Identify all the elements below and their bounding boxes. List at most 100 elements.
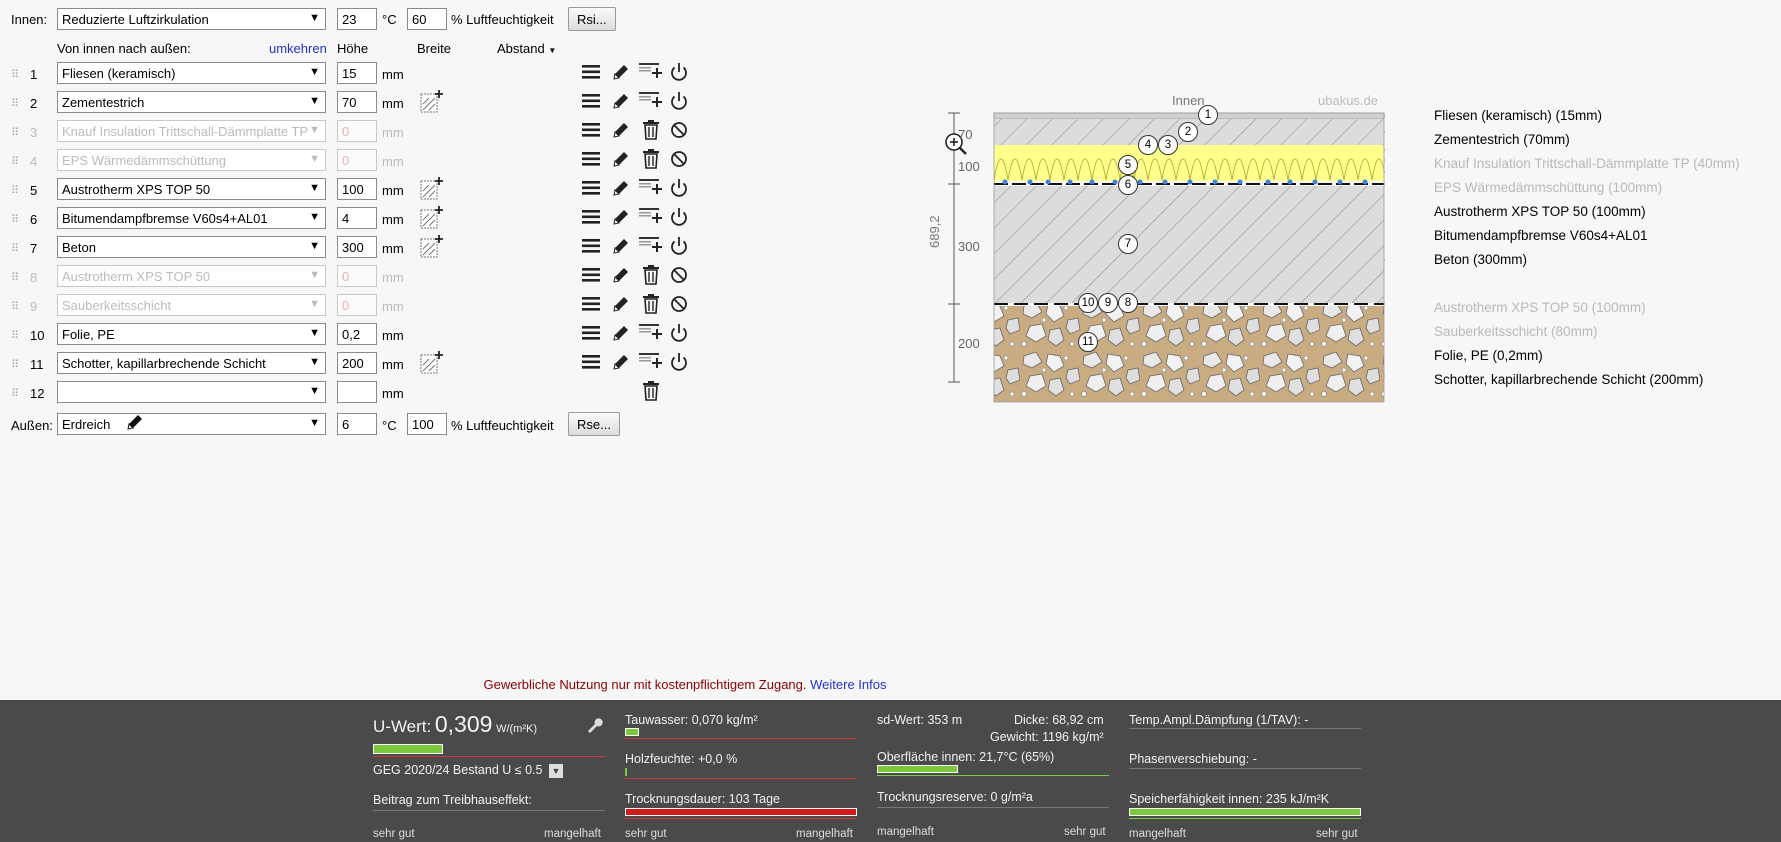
wrench-icon[interactable] (585, 716, 603, 734)
layer-thickness-input[interactable]: 0 (337, 120, 377, 142)
add-layer-icon[interactable] (638, 61, 664, 83)
pencil-icon[interactable] (610, 119, 632, 141)
add-inhomogeneous-icon[interactable] (420, 350, 443, 374)
pencil-icon[interactable] (610, 90, 632, 112)
layer-thickness-input[interactable]: 4 (337, 207, 377, 229)
layer-thickness-input[interactable]: 0,2 (337, 323, 377, 345)
layer-material-select[interactable]: EPS Wärmedämmschüttung▼ (57, 149, 326, 171)
layer-material-select[interactable]: ▼ (57, 381, 326, 403)
pencil-icon[interactable] (610, 264, 632, 286)
menu-icon[interactable] (580, 206, 602, 228)
layer-material-select[interactable]: Austrotherm XPS TOP 50▼ (57, 178, 326, 200)
trash-icon[interactable] (640, 380, 662, 402)
pencil-icon[interactable] (610, 235, 632, 257)
pencil-icon[interactable] (610, 322, 632, 344)
add-layer-icon[interactable] (638, 322, 664, 344)
add-layer-icon[interactable] (638, 177, 664, 199)
power-icon[interactable] (668, 206, 690, 228)
trash-icon[interactable] (640, 264, 662, 286)
trash-icon[interactable] (640, 148, 662, 170)
layer-thickness-input[interactable]: 100 (337, 178, 377, 200)
trash-icon[interactable] (640, 293, 662, 315)
layer-material-select[interactable]: Beton▼ (57, 236, 326, 258)
pencil-icon[interactable] (610, 177, 632, 199)
zoom-in-icon[interactable] (945, 133, 967, 155)
pencil-icon[interactable] (125, 412, 145, 432)
layer-thickness-input[interactable]: 200 (337, 352, 377, 374)
add-layer-icon[interactable] (638, 206, 664, 228)
drag-handle-icon[interactable]: ⠿ (11, 301, 19, 313)
menu-icon[interactable] (580, 235, 602, 257)
more-info-link[interactable]: Weitere Infos (810, 677, 887, 692)
menu-icon[interactable] (580, 351, 602, 373)
outside-temp-input[interactable]: 6 (337, 413, 377, 435)
drag-handle-icon[interactable]: ⠿ (11, 127, 19, 139)
outside-humidity-input[interactable]: 100 (407, 413, 447, 435)
drag-handle-icon[interactable]: ⠿ (11, 185, 19, 197)
spacing-header[interactable]: Abstand ▼ (497, 41, 556, 56)
layer-thickness-input[interactable]: 300 (337, 236, 377, 258)
pencil-icon[interactable] (610, 293, 632, 315)
pencil-icon[interactable] (610, 61, 632, 83)
layer-material-select[interactable]: Sauberkeitsschicht▼ (57, 294, 326, 316)
drag-handle-icon[interactable]: ⠿ (11, 388, 19, 400)
layer-material-select[interactable]: Schotter, kapillarbrechende Schicht▼ (57, 352, 326, 374)
power-icon[interactable] (668, 322, 690, 344)
menu-icon[interactable] (580, 119, 602, 141)
add-layer-icon[interactable] (638, 90, 664, 112)
menu-icon[interactable] (580, 322, 602, 344)
menu-icon[interactable] (580, 148, 602, 170)
layer-thickness-input[interactable]: 15 (337, 62, 377, 84)
rsi-button[interactable]: Rsi... (568, 7, 616, 31)
layer-material-select[interactable]: Zementestrich▼ (57, 91, 326, 113)
drag-handle-icon[interactable]: ⠿ (11, 156, 19, 168)
layer-thickness-input[interactable] (337, 381, 377, 403)
menu-icon[interactable] (580, 177, 602, 199)
menu-icon[interactable] (580, 264, 602, 286)
drag-handle-icon[interactable]: ⠿ (11, 243, 19, 255)
layer-thickness-input[interactable]: 0 (337, 294, 377, 316)
layer-material-select[interactable]: Fliesen (keramisch)▼ (57, 62, 326, 84)
reverse-link[interactable]: umkehren (269, 41, 327, 56)
power-icon[interactable] (668, 177, 690, 199)
menu-icon[interactable] (580, 293, 602, 315)
drag-handle-icon[interactable]: ⠿ (11, 330, 19, 342)
outside-climate-select[interactable]: Erdreich▼ (57, 413, 326, 435)
power-icon[interactable] (668, 61, 690, 83)
layer-material-select[interactable]: Bitumendampfbremse V60s4+AL01▼ (57, 207, 326, 229)
layer-material-select[interactable]: Folie, PE▼ (57, 323, 326, 345)
standard-select[interactable]: GEG 2020/24 Bestand U ≤ 0.5 ▼ (373, 763, 563, 778)
layer-thickness-input[interactable]: 0 (337, 265, 377, 287)
drag-handle-icon[interactable]: ⠿ (11, 69, 19, 81)
drag-handle-icon[interactable]: ⠿ (11, 214, 19, 226)
power-icon[interactable] (668, 235, 690, 257)
pencil-icon[interactable] (610, 148, 632, 170)
trash-icon[interactable] (640, 119, 662, 141)
disabled-icon[interactable] (668, 148, 690, 170)
layer-material-select[interactable]: Knauf Insulation Trittschall-Dämmplatte … (57, 120, 326, 142)
rse-button[interactable]: Rse... (568, 412, 620, 436)
inside-climate-select[interactable]: Reduzierte Luftzirkulation▼ (57, 8, 326, 30)
pencil-icon[interactable] (610, 206, 632, 228)
add-layer-icon[interactable] (638, 235, 664, 257)
drag-handle-icon[interactable]: ⠿ (11, 98, 19, 110)
layer-thickness-input[interactable]: 70 (337, 91, 377, 113)
layer-thickness-input[interactable]: 0 (337, 149, 377, 171)
disabled-icon[interactable] (668, 119, 690, 141)
inside-humidity-input[interactable]: 60 (407, 8, 447, 30)
drag-handle-icon[interactable]: ⠿ (11, 359, 19, 371)
menu-icon[interactable] (580, 61, 602, 83)
add-layer-icon[interactable] (638, 351, 664, 373)
menu-icon[interactable] (580, 90, 602, 112)
pencil-icon[interactable] (610, 351, 632, 373)
power-icon[interactable] (668, 351, 690, 373)
layer-material-select[interactable]: Austrotherm XPS TOP 50▼ (57, 265, 326, 287)
drag-handle-icon[interactable]: ⠿ (11, 272, 19, 284)
disabled-icon[interactable] (668, 264, 690, 286)
add-inhomogeneous-icon[interactable] (420, 176, 443, 200)
add-inhomogeneous-icon[interactable] (420, 205, 443, 229)
inside-temp-input[interactable]: 23 (337, 8, 377, 30)
disabled-icon[interactable] (668, 293, 690, 315)
add-inhomogeneous-icon[interactable] (420, 89, 443, 113)
add-inhomogeneous-icon[interactable] (420, 234, 443, 258)
